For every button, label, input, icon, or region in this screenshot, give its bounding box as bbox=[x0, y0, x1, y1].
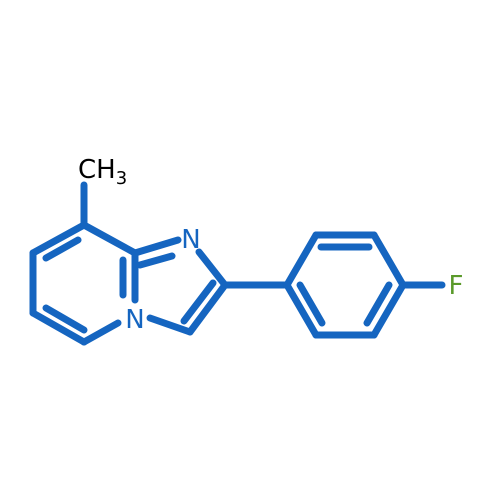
bond-c2-c3 bbox=[186, 281, 229, 336]
nitrogen-imine-label: N bbox=[181, 225, 200, 255]
bond-c8a-n1-double bbox=[136, 252, 176, 269]
methyl-label: CH3 bbox=[78, 155, 127, 189]
bond-c6-c5 bbox=[29, 309, 88, 346]
nitrogen-bridge-label: N bbox=[125, 305, 144, 335]
bond-c3-n4 bbox=[146, 314, 194, 336]
bond-c5-n4 bbox=[80, 319, 122, 346]
methyl-subscript: 3 bbox=[116, 168, 127, 189]
bond-ph1-ph2 bbox=[283, 231, 320, 289]
bond-n1-c2 bbox=[195, 248, 229, 289]
atom-labels: CH3 N N F bbox=[78, 155, 463, 335]
bond-ph3-ph4 bbox=[370, 231, 407, 289]
methyl-main: CH bbox=[78, 155, 116, 185]
bond-c6-c5-double bbox=[42, 304, 88, 334]
bond-ph6-ph1-double bbox=[296, 281, 326, 327]
bonds bbox=[29, 181, 446, 346]
bond-c7-c6-double bbox=[42, 236, 82, 262]
bond-ph4-ph5 bbox=[370, 281, 407, 339]
bond-c8a-n1 bbox=[131, 236, 182, 257]
bond-c8-c7 bbox=[29, 221, 88, 257]
bond-c8-c8a bbox=[80, 221, 139, 257]
bond-c2-c3-double bbox=[180, 279, 217, 325]
bond-ph6-ph1 bbox=[283, 281, 320, 339]
bond-ph4-ph5-double bbox=[363, 281, 393, 327]
fluorine-label: F bbox=[449, 271, 464, 301]
